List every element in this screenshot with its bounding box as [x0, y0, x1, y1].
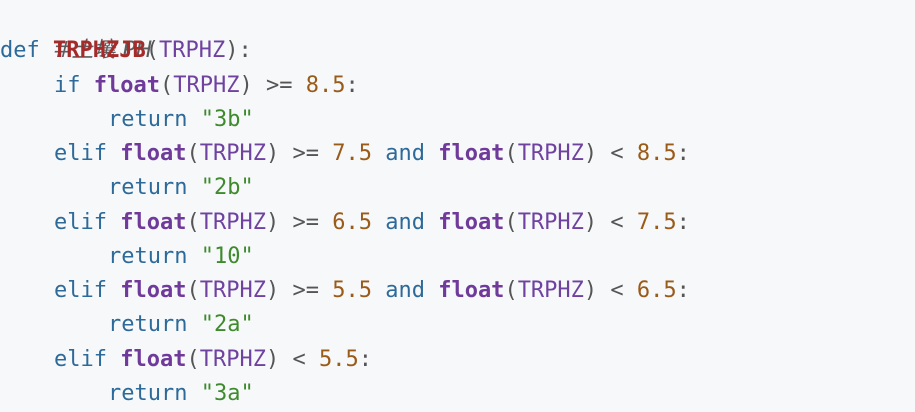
lt-operator: <	[610, 210, 624, 235]
threshold-value: 6.5	[332, 210, 372, 235]
float-builtin: float	[120, 141, 187, 166]
paren-close: )	[265, 210, 280, 235]
def-keyword: def	[0, 38, 40, 63]
code-line-return: return "3b"	[108, 103, 254, 137]
colon: :	[358, 347, 372, 372]
paren-close: )	[583, 141, 598, 166]
paren-close: )	[239, 73, 253, 98]
return-keyword: return	[108, 381, 188, 406]
and-keyword: and	[385, 278, 425, 303]
param-ref: TRPHZ	[517, 141, 584, 166]
threshold-value: 5.5	[332, 278, 372, 303]
threshold-value: 8.5	[305, 73, 346, 98]
threshold-value: 7.5	[636, 210, 677, 235]
param-ref: TRPHZ	[199, 347, 266, 372]
param-ref: TRPHZ	[199, 210, 266, 235]
param-ref: TRPHZ	[199, 141, 266, 166]
colon: :	[676, 278, 690, 303]
code-line-return: return "2a"	[108, 308, 254, 342]
param-name: TRPHZ	[158, 38, 226, 63]
threshold-value: 5.5	[318, 347, 359, 372]
threshold-value: 8.5	[636, 141, 677, 166]
lt-operator: <	[610, 278, 624, 303]
comment-text: #土壤 PH	[52, 38, 153, 63]
return-value: "2b"	[200, 175, 254, 200]
code-line-if: if float(TRPHZ) >= 8.5:	[54, 69, 359, 103]
code-line-elif: elif float(TRPHZ) < 5.5:	[54, 343, 372, 377]
return-value: "10"	[200, 244, 254, 269]
elif-keyword: elif	[54, 278, 107, 303]
paren-open: (	[159, 73, 174, 98]
float-builtin: float	[120, 347, 187, 372]
elif-keyword: elif	[54, 347, 107, 372]
param-ref: TRPHZ	[173, 73, 240, 98]
paren-close-colon: ):	[225, 38, 252, 63]
elif-keyword: elif	[54, 210, 107, 235]
threshold-value: 7.5	[332, 141, 372, 166]
ge-operator: >=	[265, 73, 293, 98]
float-builtin: float	[120, 278, 187, 303]
paren-open: (	[145, 38, 159, 63]
paren-close: )	[583, 278, 598, 303]
paren-close: )	[265, 347, 280, 372]
float-builtin: float	[120, 210, 187, 235]
ge-operator: >=	[292, 141, 319, 166]
code-line-def: def TRPHZJB(TRPHZ):	[0, 34, 252, 68]
and-keyword: and	[385, 141, 425, 166]
paren-open: (	[186, 141, 200, 166]
return-value: "2a"	[200, 312, 254, 337]
return-value: "3a"	[200, 381, 254, 406]
colon: :	[676, 210, 690, 235]
paren-open: (	[504, 141, 518, 166]
code-line-elif: elif float(TRPHZ) >= 6.5 and float(TRPHZ…	[54, 206, 690, 240]
colon: :	[345, 73, 359, 98]
float-builtin: float	[438, 141, 505, 166]
code-line-elif: elif float(TRPHZ) >= 5.5 and float(TRPHZ…	[54, 274, 690, 308]
return-keyword: return	[108, 175, 188, 200]
float-builtin: float	[93, 73, 160, 98]
elif-keyword: elif	[54, 141, 107, 166]
return-keyword: return	[108, 107, 188, 132]
lt-operator: <	[610, 141, 624, 166]
paren-close: )	[583, 210, 598, 235]
return-keyword: return	[108, 312, 188, 337]
param-ref: TRPHZ	[517, 278, 584, 303]
code-line-comment: #土壤 PH	[0, 0, 152, 63]
paren-open: (	[186, 347, 200, 372]
threshold-value: 6.5	[636, 278, 677, 303]
code-line-return: return "2b"	[108, 171, 254, 205]
ge-operator: >=	[292, 278, 319, 303]
param-ref: TRPHZ	[199, 278, 266, 303]
return-value: "3b"	[200, 107, 254, 132]
float-builtin: float	[438, 278, 505, 303]
paren-open: (	[504, 210, 518, 235]
paren-close: )	[265, 141, 280, 166]
colon: :	[676, 141, 690, 166]
ge-operator: >=	[292, 210, 319, 235]
paren-open: (	[186, 278, 200, 303]
if-keyword: if	[54, 73, 81, 98]
paren-close: )	[265, 278, 280, 303]
float-builtin: float	[438, 210, 505, 235]
return-keyword: return	[108, 244, 188, 269]
paren-open: (	[504, 278, 518, 303]
and-keyword: and	[385, 210, 425, 235]
code-line-return: return "3a"	[108, 377, 254, 411]
code-line-return: return "10"	[108, 240, 254, 274]
lt-operator: <	[292, 347, 306, 372]
paren-open: (	[186, 210, 200, 235]
code-line-elif: elif float(TRPHZ) >= 7.5 and float(TRPHZ…	[54, 137, 690, 171]
function-name: TRPHZJB	[53, 38, 146, 63]
param-ref: TRPHZ	[517, 210, 584, 235]
